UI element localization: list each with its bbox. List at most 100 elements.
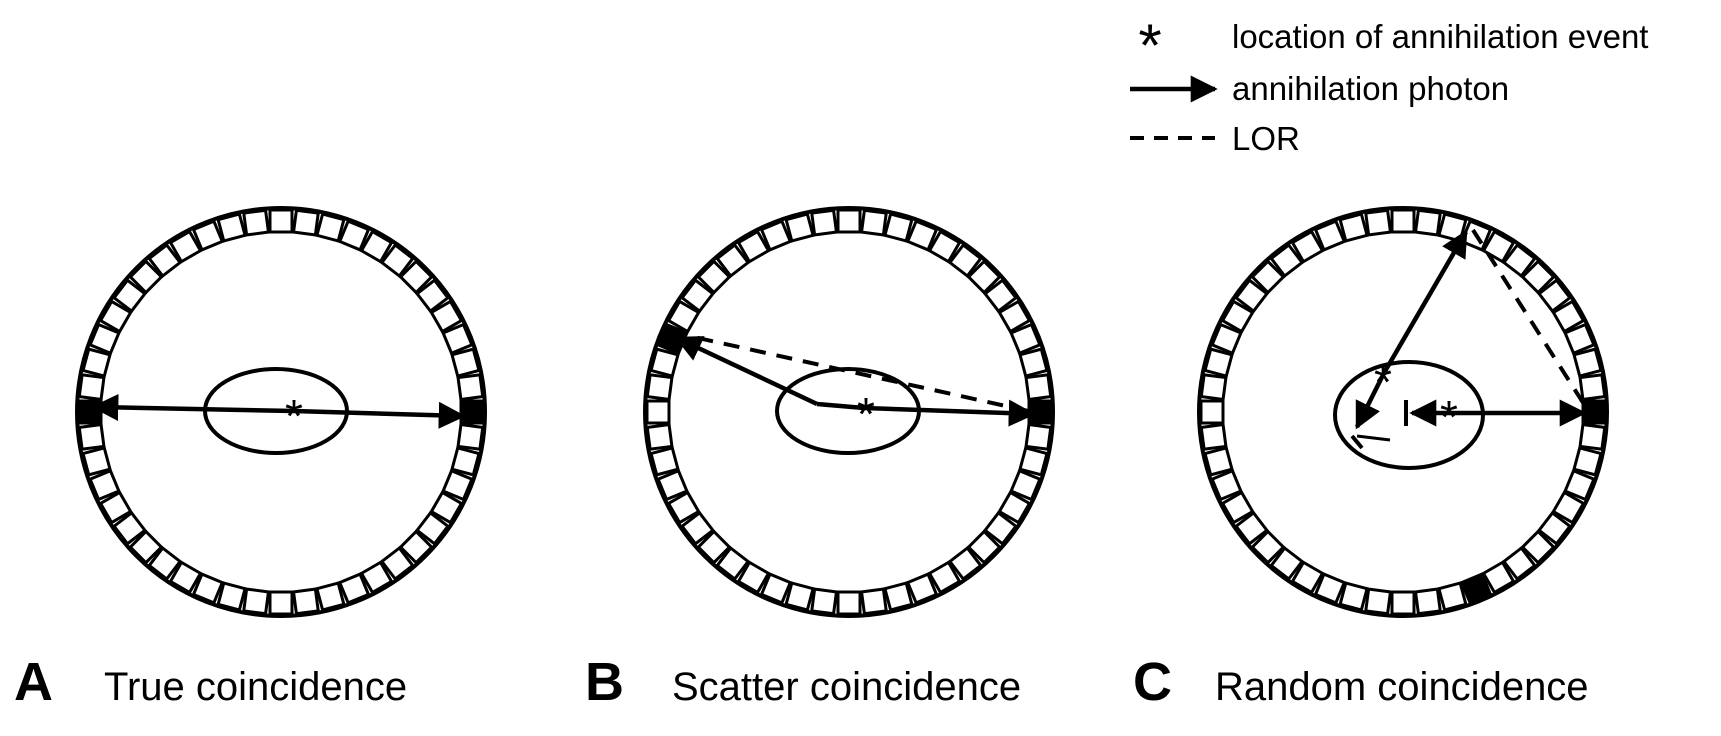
detector-element	[1551, 490, 1586, 525]
detector-element	[905, 572, 939, 605]
detector-element	[1203, 347, 1234, 378]
detector-element	[1390, 590, 1416, 616]
detector-element	[88, 322, 121, 356]
detector-element	[1578, 373, 1607, 402]
detector-element	[715, 242, 751, 279]
detector-element	[441, 468, 474, 502]
detector-element	[1290, 560, 1325, 595]
detector-element	[715, 545, 751, 582]
detector-element	[450, 347, 481, 378]
legend-event-label: location of annihilation event	[1232, 18, 1648, 55]
detector-element	[1018, 446, 1049, 477]
detector-element	[1437, 581, 1468, 612]
detector-element	[315, 212, 346, 243]
detector-element	[1313, 572, 1347, 605]
detector-element	[1233, 278, 1270, 314]
annihilation-event-c-2: *	[1440, 391, 1458, 443]
detector-ring-outline	[643, 206, 1055, 618]
detector-element	[947, 242, 983, 279]
detector-element	[168, 560, 203, 595]
panel-c-title: Random coincidence	[1215, 665, 1589, 709]
detector-element	[1501, 545, 1537, 582]
detector-element	[810, 587, 839, 616]
detector-element	[1536, 510, 1573, 546]
detector-element	[759, 572, 793, 605]
detector-element	[1009, 322, 1042, 356]
detector-element	[1501, 242, 1537, 279]
detector-element	[1413, 208, 1442, 237]
detector-element	[696, 259, 732, 295]
scattered-photon-arrow-b	[674, 335, 818, 407]
detector-element	[242, 587, 271, 616]
detector-element	[1338, 581, 1369, 612]
lor-line-b	[670, 330, 1034, 414]
detector-element	[111, 278, 148, 314]
detector-element	[1572, 347, 1603, 378]
detector-element	[291, 208, 320, 237]
detector-element	[784, 581, 815, 612]
detector-element	[666, 490, 701, 525]
annihilation-event-b: *	[857, 388, 875, 440]
detector-element	[1520, 529, 1556, 565]
detector-element	[927, 229, 962, 264]
panel-b-letter: B	[585, 652, 624, 712]
detector-hit	[1581, 399, 1607, 425]
detector-element	[883, 581, 914, 612]
detector-element	[645, 399, 671, 425]
detector-element	[128, 259, 164, 295]
detector-element	[429, 299, 464, 334]
detector-element	[1572, 446, 1603, 477]
detector-element	[1551, 299, 1586, 334]
panel-b: * B Scatter coincidence	[585, 206, 1055, 712]
panel-a-letter: A	[14, 652, 53, 712]
detector-element	[649, 446, 680, 477]
detector-element	[315, 581, 346, 612]
detector-element	[1250, 529, 1286, 565]
detector-element	[456, 422, 485, 451]
detector-element	[268, 590, 294, 616]
detector-element	[1563, 468, 1596, 502]
lor-line-c-inner	[1350, 434, 1364, 450]
detector-element	[98, 299, 133, 334]
detector-element	[77, 373, 106, 402]
detector-element	[905, 219, 939, 252]
detector-ring-c	[1197, 206, 1609, 618]
detector-element	[1024, 373, 1053, 402]
detector-element	[679, 278, 716, 314]
panel-c-letter: C	[1133, 652, 1172, 712]
panel-b-title: Scatter coincidence	[672, 665, 1021, 709]
detector-element	[1313, 219, 1347, 252]
detector-element	[147, 242, 183, 279]
detector-element	[81, 446, 112, 477]
panel-c: * * C Random coincidence	[1133, 206, 1609, 712]
panel-a: * A True coincidence	[14, 206, 487, 712]
detector-element	[98, 490, 133, 525]
photon-arrow-a-right	[293, 401, 466, 429]
detector-element	[379, 242, 415, 279]
detector-element	[997, 490, 1032, 525]
photon-arrow-c-up	[1382, 229, 1468, 375]
photon-arrow-c-down	[1354, 371, 1387, 430]
detector-element	[784, 212, 815, 243]
detector-element	[966, 529, 1002, 565]
detector-element	[649, 347, 680, 378]
detector-element	[645, 422, 674, 451]
detector-element	[1563, 322, 1596, 356]
detector-element	[147, 545, 183, 582]
detector-element	[414, 278, 451, 314]
detector-element	[1199, 422, 1228, 451]
detector-element	[441, 322, 474, 356]
detector-element	[81, 347, 112, 378]
detector-element	[1210, 468, 1243, 502]
detector-element	[1250, 259, 1286, 295]
detector-element	[337, 219, 371, 252]
detector-element	[1413, 587, 1442, 616]
detector-element	[927, 560, 962, 595]
detector-hit	[459, 399, 485, 425]
detector-element	[836, 208, 862, 234]
lor-line-c	[1471, 228, 1591, 414]
detector-element	[696, 529, 732, 565]
detector-element	[982, 278, 1019, 314]
annihilation-event-a: *	[285, 390, 303, 442]
